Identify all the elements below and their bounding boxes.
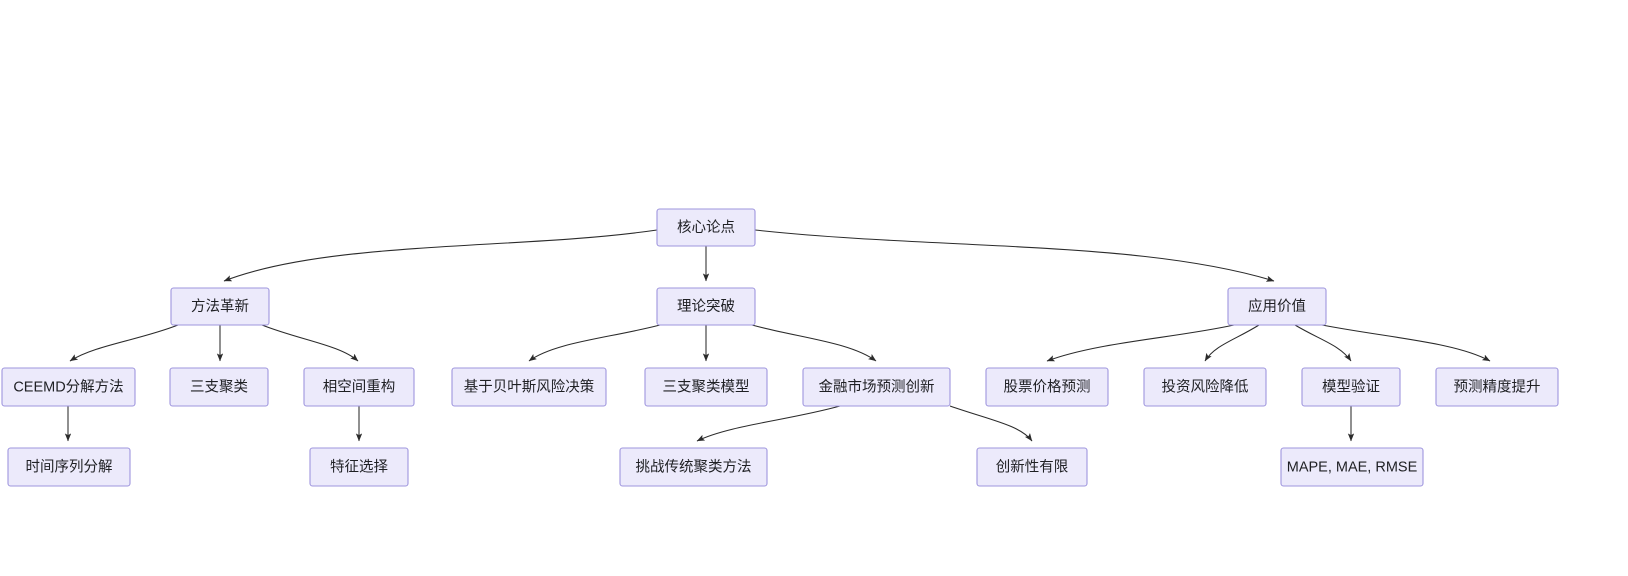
node-l2b1[interactable]: 基于贝叶斯风险决策 [451,367,607,407]
node-l2c3[interactable]: 模型验证 [1301,367,1401,407]
node-box-l2c1[interactable] [985,367,1109,407]
nodes-layer: 核心论点方法革新 理论突破 应用价值 CEEMD分解方法三支聚类相空间重构基于贝叶斯风… [1,208,1559,487]
node-l2a1[interactable]: CEEMD分解方法 [1,367,136,407]
node-l2c2[interactable]: 投资风险降低 [1143,367,1267,407]
node-box-l2c4[interactable] [1435,367,1559,407]
node-box-l2a3[interactable] [303,367,415,407]
node-l2c4[interactable]: 预测精度提升 [1435,367,1559,407]
edge-l1c-to-l2c3 [1294,324,1352,362]
node-box-l2b3[interactable] [802,367,951,407]
node-l2a2[interactable]: 三支聚类 [169,367,269,407]
node-l1a[interactable]: 方法革新 [170,287,270,326]
node-l3a1[interactable]: 时间序列分解 [7,447,131,487]
node-l3b3b[interactable]: 创新性有限 [976,447,1088,487]
edge-l1b-to-l2b1 [528,324,661,362]
edge-l2b3-to-l3b3a [696,405,841,442]
edges-layer [64,229,1491,442]
edge-root-to-l1c [754,229,1275,282]
node-l3a3[interactable]: 特征选择 [309,447,409,487]
node-l2a3[interactable]: 相空间重构 [303,367,415,407]
node-box-l3b3b[interactable] [976,447,1088,487]
node-l1c[interactable]: 应用价值 [1227,287,1327,326]
node-box-l2c3[interactable] [1301,367,1401,407]
node-l2b3[interactable]: 金融市场预测创新 [802,367,951,407]
edge-l1c-to-l2c1 [1046,324,1235,362]
node-box-l1a[interactable] [170,287,270,326]
edge-l1a-to-l2a1 [69,324,179,362]
edge-l2b3-to-l3b3b [949,405,1033,442]
node-box-l3b3a[interactable] [619,447,768,487]
node-box-l2c2[interactable] [1143,367,1267,407]
node-box-root[interactable] [656,208,756,247]
node-l3b3a[interactable]: 挑战传统聚类方法 [619,447,768,487]
node-box-l2b1[interactable] [451,367,607,407]
node-box-l3a3[interactable] [309,447,409,487]
node-l1b[interactable]: 理论突破 [656,287,756,326]
node-box-l3c3[interactable] [1280,447,1424,487]
node-l3c3[interactable]: MAPE, MAE, RMSE [1280,447,1424,487]
edge-l1a-to-l2a3 [261,324,359,362]
node-box-l2a1[interactable] [1,367,136,407]
node-box-l1c[interactable] [1227,287,1327,326]
node-box-l2b2[interactable] [644,367,768,407]
node-box-l1b[interactable] [656,287,756,326]
edge-l1c-to-l2c4 [1321,324,1491,362]
node-l2c1[interactable]: 股票价格预测 [985,367,1109,407]
node-box-l2a2[interactable] [169,367,269,407]
node-box-l3a1[interactable] [7,447,131,487]
edge-root-to-l1a [223,229,658,282]
node-l2b2[interactable]: 三支聚类模型 [644,367,768,407]
edge-l1c-to-l2c2 [1204,324,1260,362]
edge-l1b-to-l2b3 [751,324,877,362]
node-root[interactable]: 核心论点 [656,208,756,247]
